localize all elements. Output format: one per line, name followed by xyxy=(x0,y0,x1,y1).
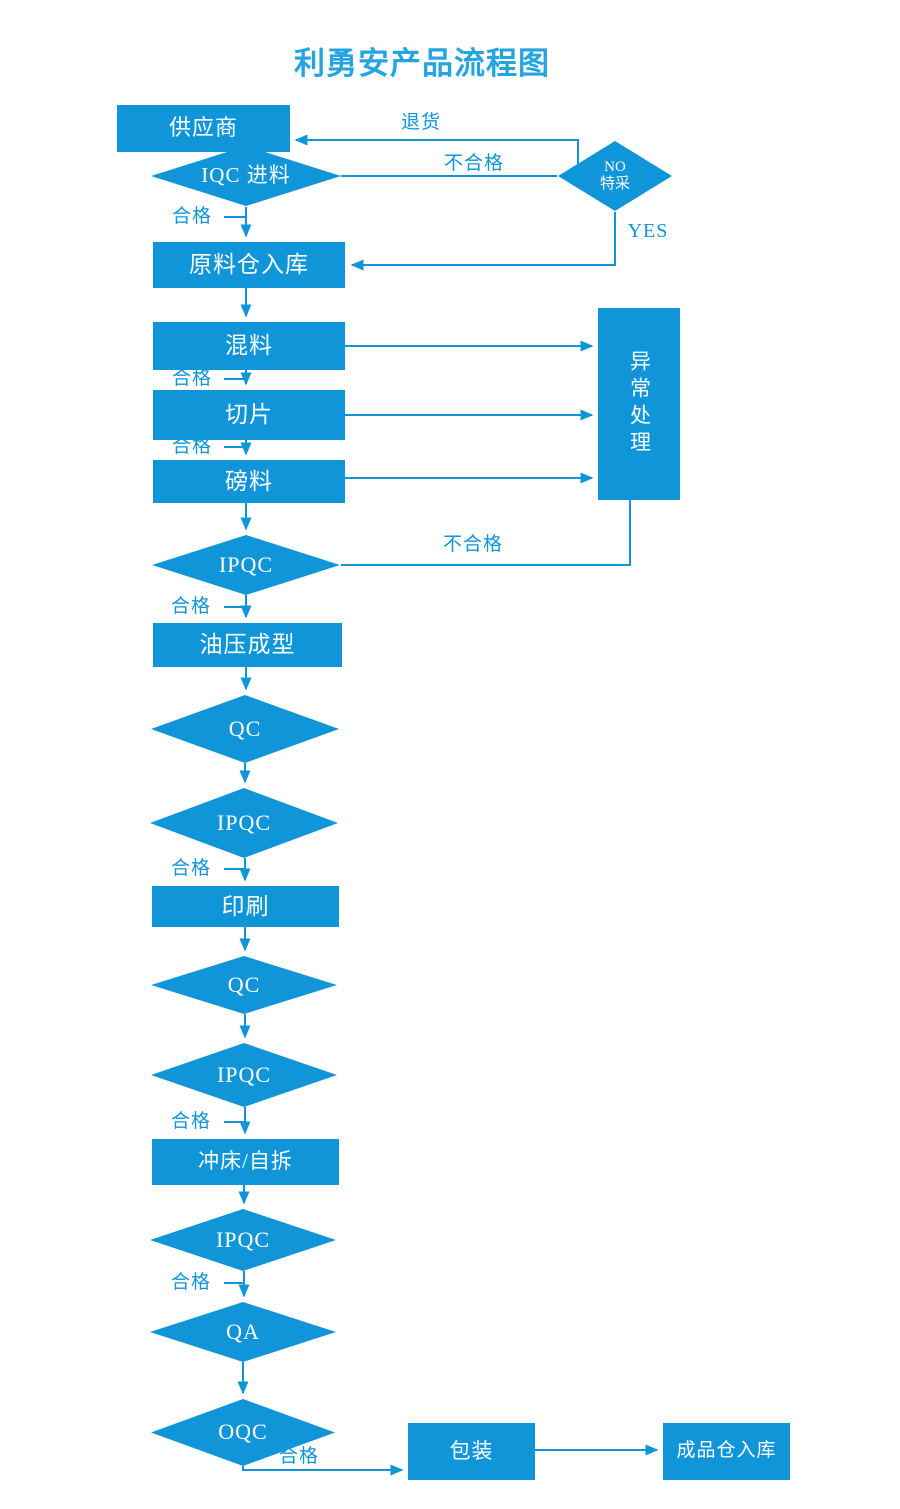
node-printing-label: 印刷 xyxy=(221,893,270,919)
node-iqc-label: IQC 进料 xyxy=(201,163,291,188)
node-finished-warehouse-label: 成品仓入库 xyxy=(676,1440,777,1462)
node-supplier-label: 供应商 xyxy=(168,115,238,141)
node-ipqc3-label: IPQC xyxy=(216,1061,272,1087)
node-mixing-label: 混料 xyxy=(225,333,273,359)
edge-label-pass-ipqc1: 合格 xyxy=(170,596,212,617)
edge-label-pass-ipqc4: 合格 xyxy=(170,1272,212,1293)
node-packing-label: 包装 xyxy=(449,1438,494,1463)
edge-oqc-to-packing xyxy=(242,1464,404,1476)
edge-label-pass-mixing: 合格 xyxy=(171,368,213,389)
node-hydraulic-label: 油压成型 xyxy=(199,632,296,658)
edge-ipqc1-to-abnormal-fail xyxy=(341,500,631,566)
node-special-accept-line1: NO xyxy=(604,159,626,175)
edge-label-pass-ipqc2: 合格 xyxy=(170,858,212,879)
edge-special-to-supplier-return xyxy=(294,134,579,165)
edge-label-return-goods: 退货 xyxy=(400,112,442,133)
node-qa-label: QA xyxy=(226,1318,260,1344)
node-oqc-label: OQC xyxy=(218,1419,268,1445)
node-raw-warehouse: 原料仓入库 xyxy=(153,242,345,288)
edge-label-pass-ipqc3: 合格 xyxy=(170,1111,212,1132)
node-ipqc1-label: IPQC xyxy=(218,551,274,577)
node-abnormal: 异常处理 xyxy=(598,308,680,500)
node-punching-label: 冲床/自拆 xyxy=(198,1149,293,1174)
node-supplier: 供应商 xyxy=(117,105,290,152)
edge-label-fail-ipqc: 不合格 xyxy=(442,534,504,555)
node-printing: 印刷 xyxy=(152,886,339,927)
node-weighing: 磅料 xyxy=(153,460,345,503)
edge-label-fail-top: 不合格 xyxy=(443,153,505,174)
node-packing: 包装 xyxy=(408,1423,535,1480)
node-qc1-label: QC xyxy=(228,715,262,741)
node-qc2-label: QC xyxy=(227,971,261,997)
node-slicing-label: 切片 xyxy=(225,402,273,428)
node-raw-warehouse-label: 原料仓入库 xyxy=(189,252,309,278)
node-weighing-label: 磅料 xyxy=(225,468,273,494)
edge-label-pass-oqc: 合格 xyxy=(278,1446,320,1467)
node-finished-warehouse: 成品仓入库 xyxy=(663,1423,790,1480)
page-title: 利勇安产品流程图 xyxy=(294,46,550,81)
edge-label-yes: YES xyxy=(627,220,669,242)
node-hydraulic: 油压成型 xyxy=(153,623,342,667)
node-special-accept-line2: 特采 xyxy=(599,176,630,192)
node-abnormal-label: 异常处理 xyxy=(627,350,652,458)
node-punching: 冲床/自拆 xyxy=(152,1139,339,1185)
edge-label-pass-iqc: 合格 xyxy=(171,206,213,227)
node-ipqc4-label: IPQC xyxy=(215,1226,271,1252)
node-ipqc2-label: IPQC xyxy=(216,809,272,835)
node-slicing: 切片 xyxy=(153,390,345,440)
node-mixing: 混料 xyxy=(153,322,345,370)
edge-special-yes-to-raw-warehouse xyxy=(350,212,616,271)
edge-label-pass-slicing: 合格 xyxy=(171,436,213,457)
